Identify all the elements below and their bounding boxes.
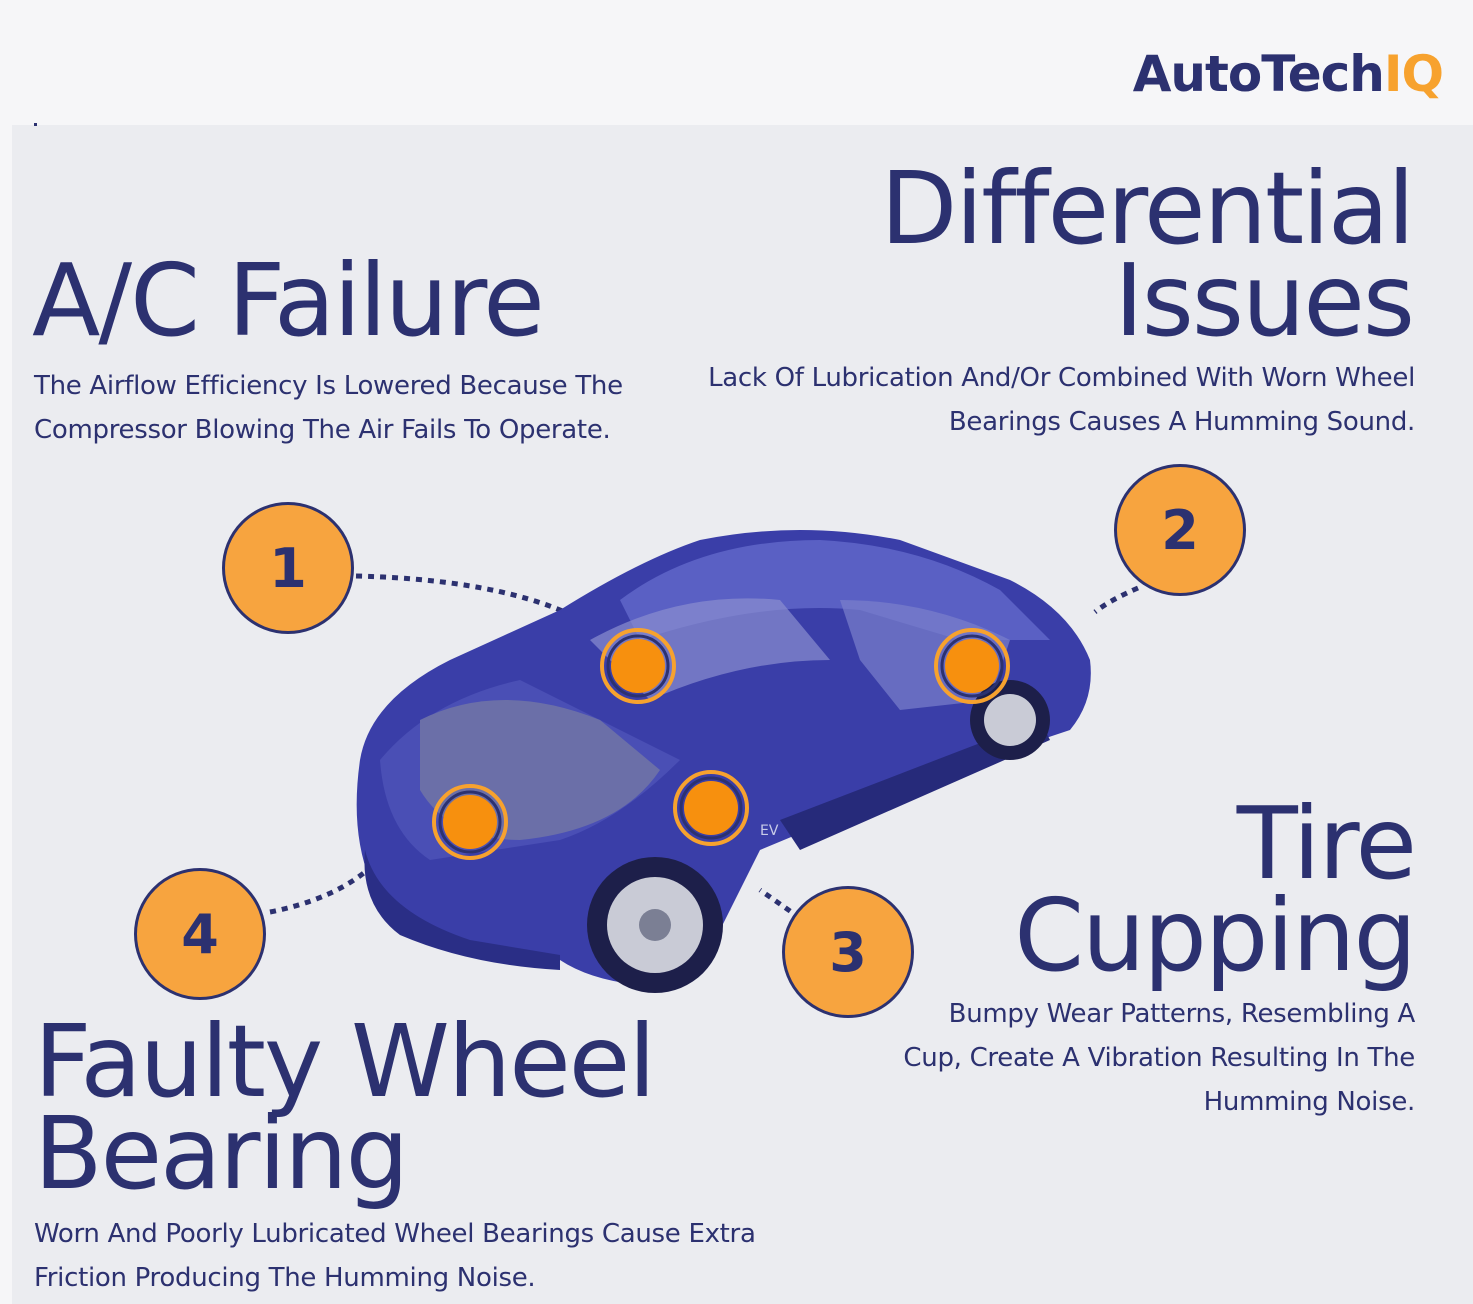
badge-2[interactable]: 2 bbox=[1114, 464, 1246, 596]
side-skirt bbox=[780, 720, 1050, 850]
connector-3 bbox=[758, 887, 802, 921]
tire-cupping-description: Bumpy Wear Patterns, Resembling A Cup, C… bbox=[903, 999, 1415, 1117]
hotspot-differential bbox=[934, 628, 1010, 704]
wheel-bearing-description: Worn And Poorly Lubricated Wheel Bearing… bbox=[34, 1219, 756, 1293]
autotechiq-logo[interactable]: AutoTechIQ bbox=[1132, 44, 1444, 104]
hotspot-ac bbox=[600, 628, 676, 704]
differential-issues-description: Lack Of Lubrication And/Or Combined With… bbox=[708, 363, 1415, 437]
differential-title-line2: Issues bbox=[1114, 242, 1415, 359]
header-bar bbox=[0, 0, 1473, 125]
wheel-title-line1: Faulty Wheel bbox=[34, 1003, 656, 1120]
differential-issues-title: Differential Issues bbox=[880, 159, 1415, 351]
front-wheel bbox=[587, 857, 723, 993]
tire-title-line2: Cupping bbox=[1014, 877, 1417, 994]
wheel-title-line2: Bearing bbox=[34, 1095, 409, 1212]
wheel-bearing-title: Faulty Wheel Bearing bbox=[34, 1012, 656, 1204]
hotspot-wheel-bearing bbox=[432, 784, 508, 860]
side-strip bbox=[0, 125, 12, 1304]
front-bumper bbox=[364, 850, 560, 970]
connector-2 bbox=[1093, 585, 1139, 614]
dot-mark bbox=[34, 123, 37, 126]
logo-text-accent: IQ bbox=[1383, 45, 1444, 103]
car-ev-badge: EV bbox=[760, 823, 779, 839]
tire-cupping-title: Tire Cupping bbox=[1014, 794, 1417, 986]
car-body bbox=[356, 530, 1091, 986]
tire-title-line1: Tire bbox=[1236, 785, 1417, 902]
ac-failure-description: The Airflow Efficiency Is Lowered Becaus… bbox=[34, 371, 623, 445]
badge-4[interactable]: 4 bbox=[134, 868, 266, 1000]
logo-text-main: AutoTech bbox=[1132, 45, 1385, 103]
hotspot-tire bbox=[673, 770, 749, 846]
ac-failure-title: A/C Failure bbox=[32, 242, 545, 359]
differential-title-line1: Differential bbox=[880, 150, 1415, 267]
badge-1[interactable]: 1 bbox=[222, 502, 354, 634]
connector-4 bbox=[269, 870, 367, 915]
badge-3[interactable]: 3 bbox=[782, 886, 914, 1018]
rear-wheel bbox=[970, 680, 1050, 760]
